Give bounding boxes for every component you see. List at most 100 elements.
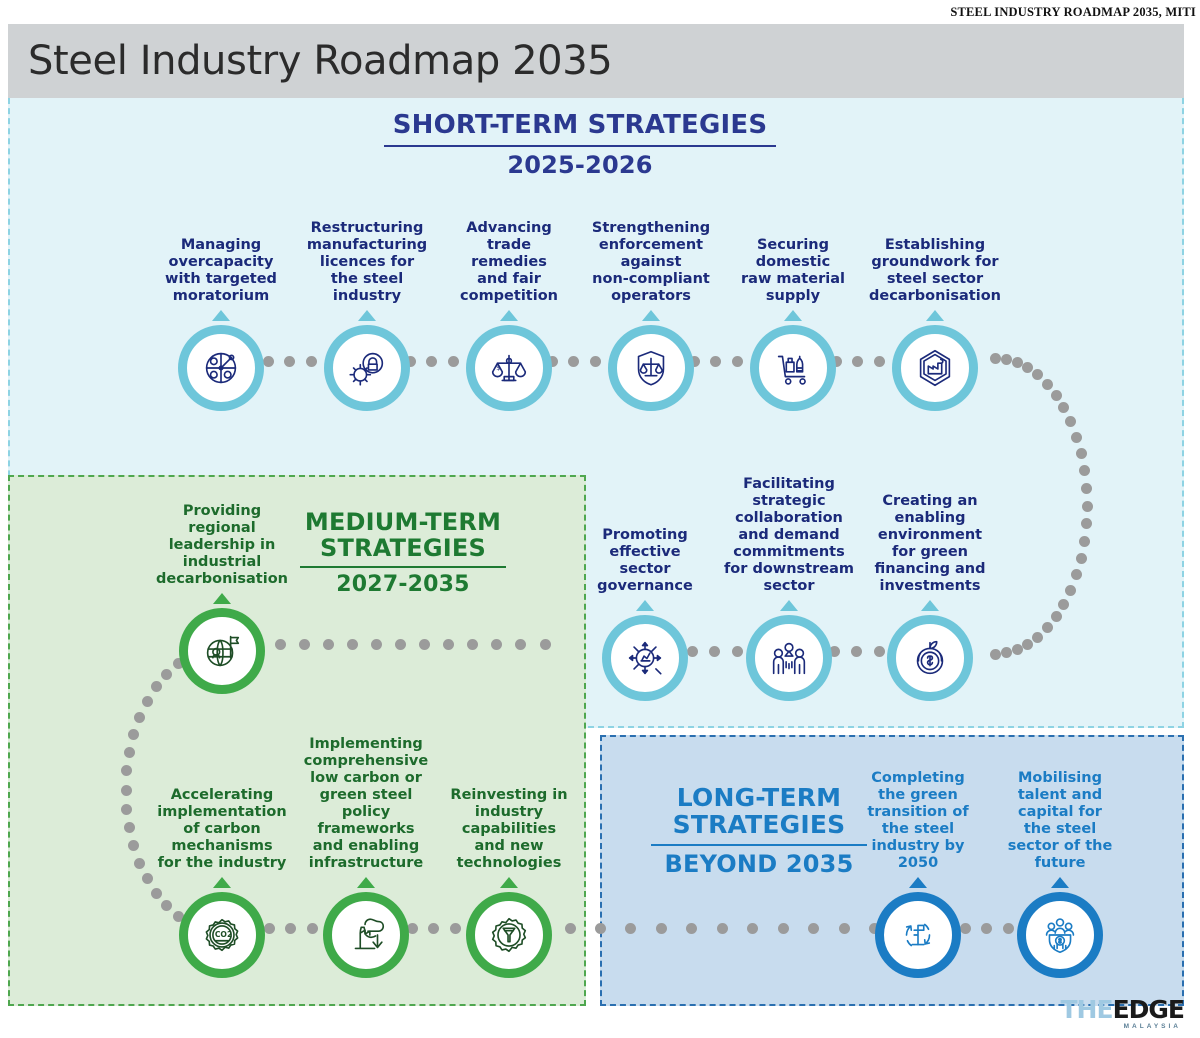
strategy-node-label: Strengthening enforcement against non-co… bbox=[591, 220, 711, 305]
strategy-node-label: Implementing comprehensive low carbon or… bbox=[303, 736, 429, 872]
connector-dot bbox=[710, 355, 721, 367]
connector-dot bbox=[830, 355, 842, 367]
triangle-up-icon bbox=[921, 600, 939, 611]
strategy-node-label: Managing overcapacity with targeted mora… bbox=[165, 237, 277, 305]
strategy-node-icon-circle[interactable] bbox=[324, 325, 410, 411]
connector-dot bbox=[989, 352, 1001, 364]
strategy-node[interactable]: Mobilising talent and capital for the st… bbox=[985, 722, 1135, 978]
medium-term-rule bbox=[300, 566, 506, 569]
gear-steel-icon bbox=[491, 917, 527, 953]
connector-dot bbox=[869, 922, 881, 934]
connector-dot bbox=[688, 355, 700, 367]
globe-flag-icon bbox=[206, 635, 240, 667]
strategy-node[interactable]: Promoting effective sector governance bbox=[570, 445, 720, 701]
strategy-node[interactable]: Restructuring manufacturing licences for… bbox=[292, 155, 442, 411]
connector-dot bbox=[747, 922, 759, 934]
triangle-up-icon bbox=[636, 600, 654, 611]
page-title: Steel Industry Roadmap 2035 bbox=[28, 38, 613, 84]
strategy-node[interactable]: Completing the green transition of the s… bbox=[843, 722, 993, 978]
connector-dot bbox=[124, 822, 136, 834]
strategy-node[interactable]: Accelerating implementation of carbon me… bbox=[147, 722, 297, 978]
triangle-up-icon bbox=[1051, 877, 1069, 888]
connector-dot bbox=[1000, 353, 1012, 365]
connector-dot bbox=[731, 645, 743, 657]
long-term-title-line2: STRATEGIES bbox=[672, 809, 846, 839]
medium-term-title-line1: MEDIUM-TERM bbox=[304, 508, 502, 536]
triangle-up-icon bbox=[358, 310, 376, 321]
connector-dot bbox=[120, 784, 132, 796]
strategy-node-label: Establishing groundwork for steel sector… bbox=[869, 237, 1001, 305]
strategy-node[interactable]: Reinvesting in industry capabilities and… bbox=[434, 722, 584, 978]
svg-text:$: $ bbox=[496, 364, 500, 372]
strategy-node-icon-circle[interactable] bbox=[323, 892, 409, 978]
strategy-node[interactable]: Facilitating strategic collaboration and… bbox=[714, 445, 864, 701]
strategy-node-icon-circle[interactable] bbox=[750, 325, 836, 411]
connector-dot bbox=[141, 873, 153, 885]
shield-scales-icon bbox=[637, 350, 665, 386]
connector-dot bbox=[851, 645, 862, 657]
connector-dot bbox=[1022, 362, 1034, 374]
connector-dot bbox=[1058, 402, 1070, 414]
strategy-node-icon-circle[interactable] bbox=[602, 615, 688, 701]
connector-dot bbox=[852, 355, 863, 367]
strategy-node-icon-circle[interactable] bbox=[1017, 892, 1103, 978]
logo-the: THE bbox=[1060, 994, 1114, 1024]
green-transition-icon bbox=[905, 923, 931, 947]
strategy-node-label: Creating an enabling environment for gre… bbox=[874, 493, 986, 595]
connector-dot bbox=[467, 638, 479, 650]
strategy-node-icon-circle[interactable] bbox=[875, 892, 961, 978]
connector-dot bbox=[1050, 611, 1062, 623]
strategy-node-icon-circle[interactable]: $ bbox=[466, 325, 552, 411]
source-credit: STEEL INDUSTRY ROADMAP 2035, MITI bbox=[950, 5, 1196, 19]
connector-dot bbox=[121, 765, 133, 777]
connector-dot bbox=[447, 355, 459, 367]
connector-dot bbox=[564, 922, 576, 934]
strategy-node-icon-circle[interactable] bbox=[608, 325, 694, 411]
collaboration-people-icon bbox=[772, 642, 806, 675]
strategy-node[interactable]: Strengthening enforcement against non-co… bbox=[576, 155, 726, 411]
strategy-node[interactable]: Managing overcapacity with targeted mora… bbox=[146, 155, 296, 411]
triangle-up-icon bbox=[784, 310, 802, 321]
strategy-node[interactable]: Implementing comprehensive low carbon or… bbox=[291, 722, 441, 978]
connector-dot bbox=[128, 840, 140, 852]
connector-dot bbox=[121, 803, 133, 815]
connector-dot bbox=[370, 638, 382, 650]
short-term-title: SHORT-TERM STRATEGIES bbox=[392, 110, 768, 140]
strategy-node[interactable]: Providing regional leadership in industr… bbox=[147, 438, 297, 694]
connector-dot bbox=[262, 355, 274, 367]
triangle-up-icon bbox=[926, 310, 944, 321]
strategy-node-icon-circle[interactable] bbox=[746, 615, 832, 701]
connector-dot bbox=[873, 355, 885, 367]
connector-dot bbox=[1011, 356, 1023, 368]
connector-dot bbox=[1032, 369, 1044, 381]
medium-term-title-line2: STRATEGIES bbox=[320, 533, 486, 562]
strategy-node-icon-circle[interactable]: CO2 bbox=[179, 892, 265, 978]
strategy-node-icon-circle[interactable] bbox=[466, 892, 552, 978]
strategy-node[interactable]: Advancing trade remedies and fair compet… bbox=[434, 155, 584, 411]
connector-dot bbox=[1080, 482, 1092, 494]
strategy-node-label: Mobilising talent and capital for the st… bbox=[1007, 770, 1113, 872]
connector-dot bbox=[546, 355, 558, 367]
connector-dot bbox=[808, 922, 820, 934]
logo-subtitle: MALAYSIA bbox=[1123, 1022, 1181, 1030]
strategy-node-label: Completing the green transition of the s… bbox=[867, 770, 969, 872]
connector-dot bbox=[515, 638, 527, 650]
connector-dot bbox=[981, 922, 992, 934]
connector-dot bbox=[1011, 644, 1023, 656]
connector-dot bbox=[1065, 584, 1077, 596]
medium-term-period: 2027-2035 bbox=[336, 572, 470, 598]
capacity-dial-icon bbox=[205, 352, 237, 384]
supply-trolley-icon bbox=[777, 355, 806, 385]
connector-dot bbox=[1041, 378, 1053, 390]
strategy-node[interactable]: Securing domestic raw material supply bbox=[718, 155, 868, 411]
strategy-node-icon-circle[interactable] bbox=[179, 608, 265, 694]
strategy-node-icon-circle[interactable] bbox=[887, 615, 973, 701]
connector-dot bbox=[655, 922, 667, 934]
strategy-node[interactable]: Creating an enabling environment for gre… bbox=[855, 445, 1005, 701]
strategy-node-icon-circle[interactable] bbox=[178, 325, 264, 411]
title-bar: Steel Industry Roadmap 2035 bbox=[8, 24, 1184, 98]
connector-dot bbox=[1070, 431, 1082, 443]
strategy-node[interactable]: Establishing groundwork for steel sector… bbox=[860, 155, 1010, 411]
strategy-node-icon-circle[interactable] bbox=[892, 325, 978, 411]
connector-dot bbox=[686, 645, 698, 657]
